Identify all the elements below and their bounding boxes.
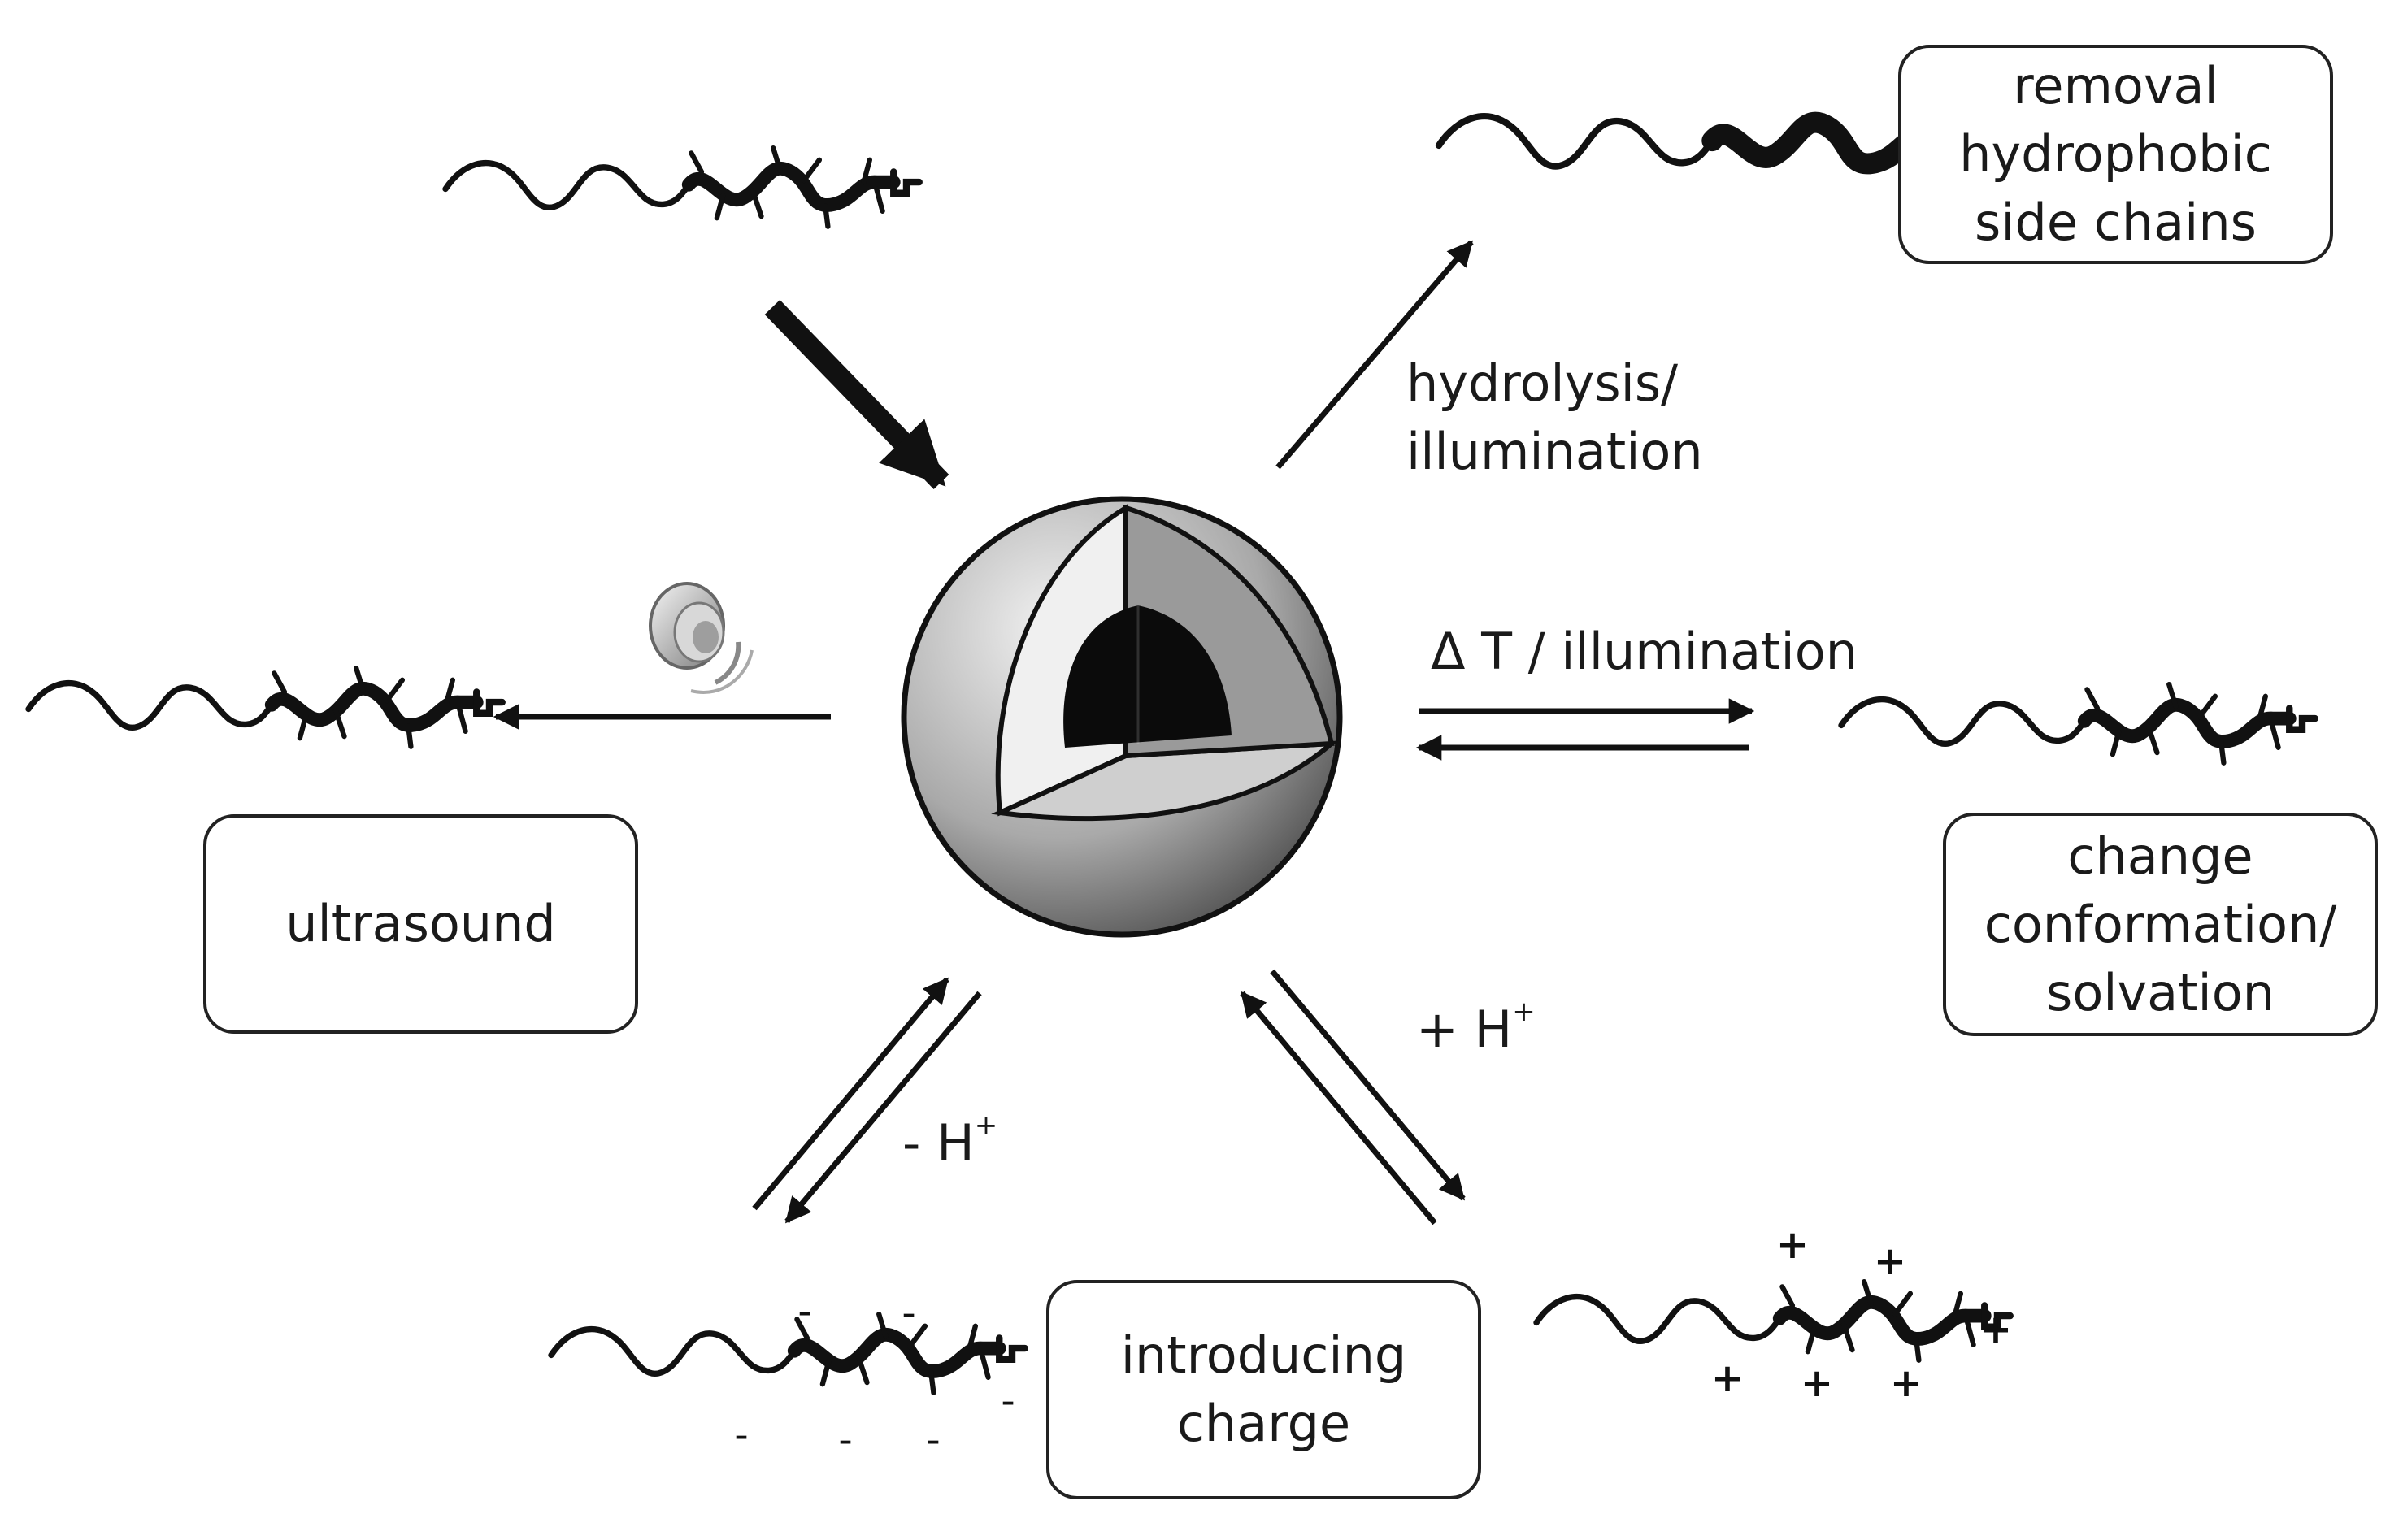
protonation-label: + H+ bbox=[1416, 996, 1536, 1059]
deprotonation-down-arrow bbox=[784, 991, 982, 1224]
incoming-arrow bbox=[764, 299, 949, 490]
temperature-illumination-label: Δ T / illumination bbox=[1431, 622, 1858, 681]
arrows bbox=[493, 240, 1755, 1225]
charge-plus: + bbox=[1801, 1360, 1833, 1406]
polymer-chain-icon bbox=[1841, 684, 2315, 763]
negative-charges: - - - - - - bbox=[734, 1289, 1015, 1463]
core-shell-micelle-icon bbox=[901, 496, 1343, 938]
hydrolysis-arrow bbox=[1275, 240, 1474, 470]
polymer-chain-icon bbox=[28, 668, 502, 747]
change-conformation-box: change conformation/ solvation bbox=[1943, 813, 2378, 1036]
charge-plus: + bbox=[1979, 1307, 2012, 1352]
deprotonation-label: - H+ bbox=[902, 1109, 998, 1173]
charge-plus: + bbox=[1890, 1360, 1923, 1406]
removal-hydrophobic-box: removal hydrophobic side chains bbox=[1898, 45, 2333, 264]
introducing-charge-box: introducing charge bbox=[1046, 1280, 1481, 1499]
hydrolysis-label: hydrolysis/ illumination bbox=[1406, 354, 1703, 481]
deprotonation-up-arrow bbox=[752, 977, 949, 1211]
charge-minus: - bbox=[797, 1289, 811, 1334]
charge-plus: + bbox=[1776, 1222, 1809, 1268]
protonation-up-arrow bbox=[1240, 991, 1437, 1225]
polymer-chain-icon bbox=[551, 1314, 1025, 1393]
charge-plus: + bbox=[1874, 1239, 1906, 1284]
charge-minus: - bbox=[734, 1412, 748, 1458]
charge-plus: + bbox=[1711, 1356, 1744, 1401]
positive-charges: + + + + + + bbox=[1711, 1222, 2012, 1406]
speaker-icon bbox=[649, 582, 754, 694]
charge-minus: - bbox=[1001, 1378, 1015, 1424]
ultrasound-box: ultrasound bbox=[203, 814, 638, 1034]
polymer-chain-icon bbox=[445, 148, 919, 227]
charge-minus: - bbox=[926, 1417, 940, 1463]
polymer-chain-icon bbox=[1536, 1282, 2010, 1360]
polymer-chain-icon bbox=[1439, 116, 1923, 167]
protonation-down-arrow bbox=[1270, 969, 1466, 1201]
charge-minus: - bbox=[902, 1291, 915, 1336]
charge-minus: - bbox=[838, 1417, 852, 1463]
